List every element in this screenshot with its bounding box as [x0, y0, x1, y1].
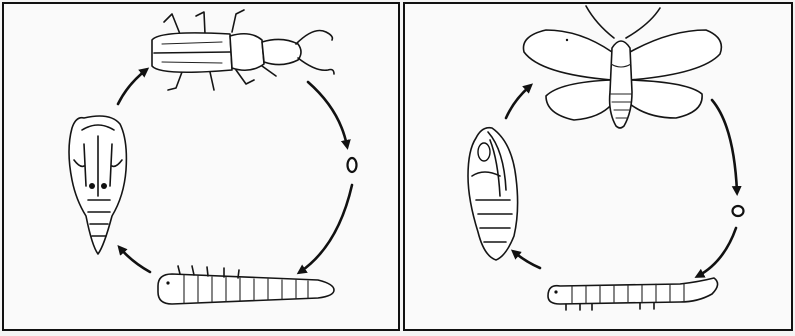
panel-moth-life-cycle: [404, 3, 792, 330]
egg-icon: [348, 158, 357, 172]
panel-beetle-life-cycle: [3, 3, 399, 330]
egg-icon: [733, 206, 744, 216]
